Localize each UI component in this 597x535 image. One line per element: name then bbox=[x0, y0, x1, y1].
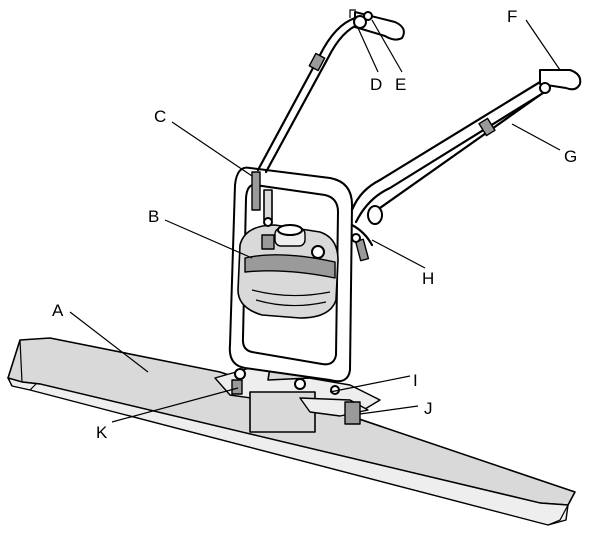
callout-labels: A B C D E F G H I J K bbox=[52, 7, 577, 442]
engine bbox=[237, 224, 339, 319]
label-c: C bbox=[154, 107, 166, 126]
label-a: A bbox=[52, 301, 64, 320]
label-e: E bbox=[395, 75, 406, 94]
leader-lines bbox=[69, 19, 561, 423]
label-b: B bbox=[148, 207, 159, 226]
label-k: K bbox=[96, 423, 108, 442]
label-i: I bbox=[413, 371, 418, 390]
control-lever bbox=[350, 223, 374, 262]
label-g: G bbox=[564, 147, 577, 166]
engine-bracket bbox=[251, 171, 273, 227]
label-h: H bbox=[422, 269, 434, 288]
left-handle bbox=[256, 9, 405, 174]
right-handle bbox=[350, 69, 582, 225]
label-f: F bbox=[507, 7, 517, 26]
label-j: J bbox=[424, 399, 433, 418]
vibration-mount bbox=[214, 367, 381, 433]
label-d: D bbox=[370, 75, 382, 94]
